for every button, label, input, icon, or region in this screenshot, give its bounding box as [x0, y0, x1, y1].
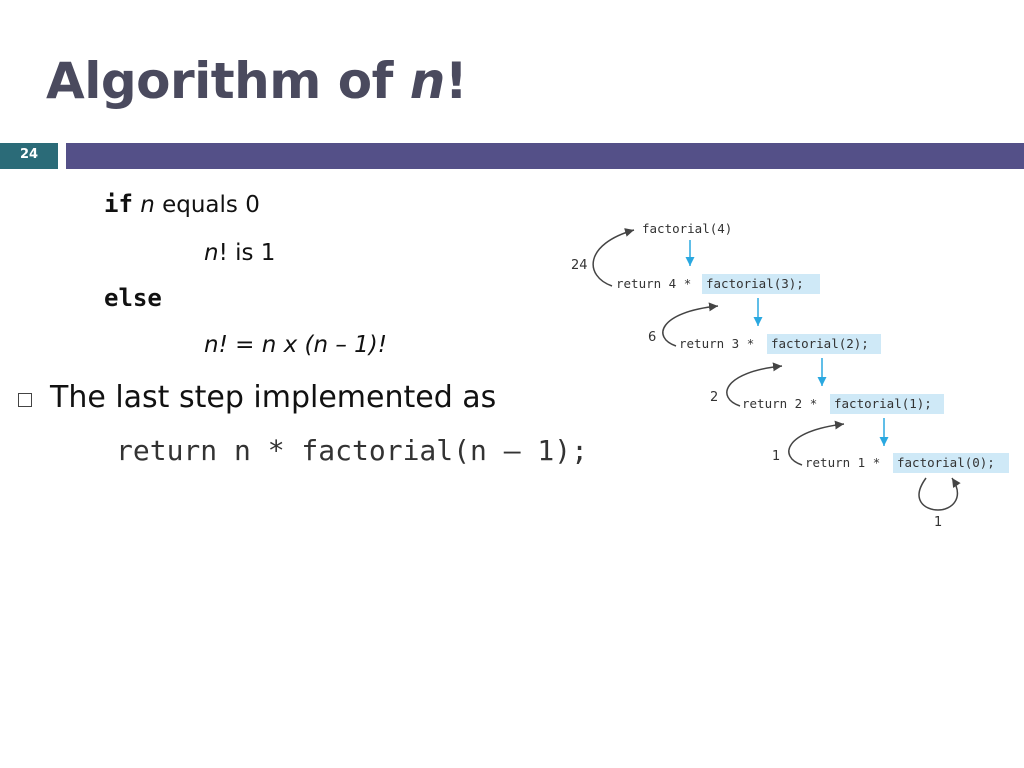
base-case-loop	[918, 477, 961, 511]
then-n: n	[204, 240, 219, 266]
call-highlight-4	[893, 453, 1009, 473]
page-title: Algorithm of n!	[46, 52, 468, 110]
then-rest: ! is 1	[218, 240, 276, 266]
return-arc-3	[726, 362, 783, 407]
bullet-text: The last step implemented as	[50, 380, 497, 415]
call-highlight-1	[702, 274, 820, 294]
code-return-line: return n * factorial(n – 1);	[116, 434, 589, 467]
top-call-text: factorial(4)	[642, 221, 732, 236]
return-arc-1	[592, 228, 635, 287]
algo-then-line: n! is 1	[204, 240, 275, 266]
call-highlight-2	[767, 334, 881, 354]
else-keyword: else	[104, 284, 162, 312]
call-text-4: factorial(0);	[897, 455, 995, 470]
return-text-4: return 1 *	[805, 455, 880, 470]
if-keyword: if	[104, 190, 133, 218]
title-n: n	[409, 52, 446, 110]
return-arc-2	[662, 302, 719, 347]
result-label-1: 24	[571, 258, 588, 273]
if-n: n	[140, 192, 155, 218]
result-label-3: 2	[710, 390, 718, 405]
title-prefix: Algorithm of	[46, 52, 410, 110]
call-text-1: factorial(3);	[706, 276, 804, 291]
bullet-marker	[18, 393, 32, 407]
title-suffix: !	[444, 52, 468, 110]
call-text-3: factorial(1);	[834, 396, 932, 411]
if-condition: equals 0	[162, 192, 260, 218]
recursion-diagram: factorial(4) 24 return 4 * factorial(3);…	[571, 221, 1009, 530]
return-text-2: return 3 *	[679, 336, 754, 351]
call-text-2: factorial(2);	[771, 336, 869, 351]
return-arc-4	[788, 420, 845, 466]
slide-number: 24	[0, 143, 58, 169]
algo-else-line: else	[104, 284, 162, 312]
call-highlight-3	[830, 394, 944, 414]
return-text-3: return 2 *	[742, 396, 817, 411]
result-label-4: 1	[772, 449, 780, 464]
return-text-1: return 4 *	[616, 276, 691, 291]
base-result-label: 1	[934, 515, 942, 530]
algo-if-line: if n equals 0	[104, 190, 260, 218]
algo-else-expression: n! = n x (n – 1)!	[204, 332, 388, 358]
result-label-2: 6	[648, 330, 656, 345]
header-bar	[66, 143, 1024, 169]
